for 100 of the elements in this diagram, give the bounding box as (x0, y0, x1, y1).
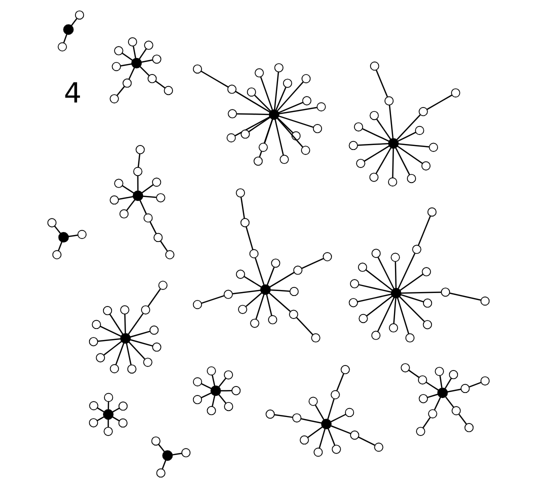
node-circle (192, 64, 202, 74)
node-circle (253, 156, 262, 166)
connector (375, 70, 388, 98)
node-circle (418, 107, 428, 116)
node-circle (292, 266, 302, 275)
node-circle (250, 318, 259, 328)
node-circle (246, 87, 256, 97)
connector (96, 407, 104, 412)
node-circle (265, 410, 274, 419)
node-circle (388, 323, 398, 332)
connector (138, 200, 146, 214)
connector (300, 418, 322, 424)
node-circle (156, 193, 165, 202)
connector (392, 148, 394, 178)
node-circle (422, 320, 432, 330)
connector (218, 394, 226, 404)
node-circle (231, 386, 240, 396)
node-circle (114, 178, 123, 188)
connector (278, 115, 314, 128)
connector (426, 394, 438, 398)
node-circle (434, 366, 444, 376)
node-circle (384, 96, 394, 106)
node-circle (156, 468, 165, 478)
connector (278, 102, 303, 114)
node-circle (102, 306, 112, 316)
node-circle (192, 395, 202, 404)
connector (103, 340, 122, 356)
node-circle (426, 207, 436, 217)
node-circle (118, 209, 128, 218)
connector (121, 52, 132, 61)
node-circle (258, 142, 268, 152)
node-circle (240, 218, 250, 228)
node-circle (390, 252, 400, 262)
node-circle (348, 298, 358, 308)
connector (108, 314, 123, 335)
connector (220, 390, 232, 392)
connector (130, 330, 150, 338)
node-circle (422, 298, 432, 308)
connector (318, 428, 326, 448)
node-circle (57, 42, 66, 52)
node-circle (226, 84, 236, 94)
connector (200, 295, 224, 304)
connector (426, 94, 452, 110)
node-circle (143, 213, 152, 223)
node-circle (440, 288, 450, 297)
connector (107, 419, 108, 428)
connector (273, 72, 279, 110)
connector (200, 383, 212, 390)
node-circle (164, 250, 174, 260)
connector (446, 388, 461, 393)
connector (137, 154, 140, 168)
connector (276, 82, 304, 112)
connector (54, 226, 60, 234)
connector (330, 425, 350, 434)
connector (96, 416, 104, 422)
connector (376, 297, 394, 332)
node-circle (206, 406, 216, 416)
node-circle (357, 262, 367, 272)
node-circle (316, 102, 326, 112)
node-circle (331, 444, 340, 454)
node-circle (358, 314, 368, 324)
connector (274, 119, 284, 156)
node-circle (414, 126, 424, 135)
connector (356, 294, 391, 302)
connector (160, 240, 168, 252)
node-circle (290, 131, 300, 140)
connector (125, 343, 132, 366)
node-circle (149, 326, 158, 335)
node-circle (421, 267, 430, 276)
connector (358, 436, 375, 446)
node-circle (62, 24, 74, 35)
node-circle (312, 124, 322, 134)
connector (396, 114, 420, 140)
node-circle (480, 296, 490, 306)
connector (116, 86, 124, 96)
node-circle (163, 86, 172, 96)
node-circle (274, 63, 283, 72)
connector (365, 269, 392, 291)
connector (57, 242, 62, 251)
node-circle (192, 300, 202, 310)
node-circle (95, 353, 104, 362)
connector (240, 197, 244, 219)
connector (276, 118, 293, 134)
node-circle (416, 426, 425, 436)
connector (394, 148, 410, 175)
node-circle (370, 62, 379, 71)
connector (245, 226, 253, 250)
connector (314, 404, 324, 420)
node-circle (368, 172, 378, 182)
connector (300, 258, 324, 270)
node-circle (300, 146, 310, 155)
connector (274, 414, 292, 418)
connector (154, 80, 165, 88)
node-circle (144, 40, 153, 50)
connector (268, 272, 294, 288)
connector (260, 76, 272, 110)
node-circle (310, 333, 320, 342)
node-circle (270, 258, 280, 268)
connector (336, 374, 344, 392)
connector (400, 292, 441, 294)
